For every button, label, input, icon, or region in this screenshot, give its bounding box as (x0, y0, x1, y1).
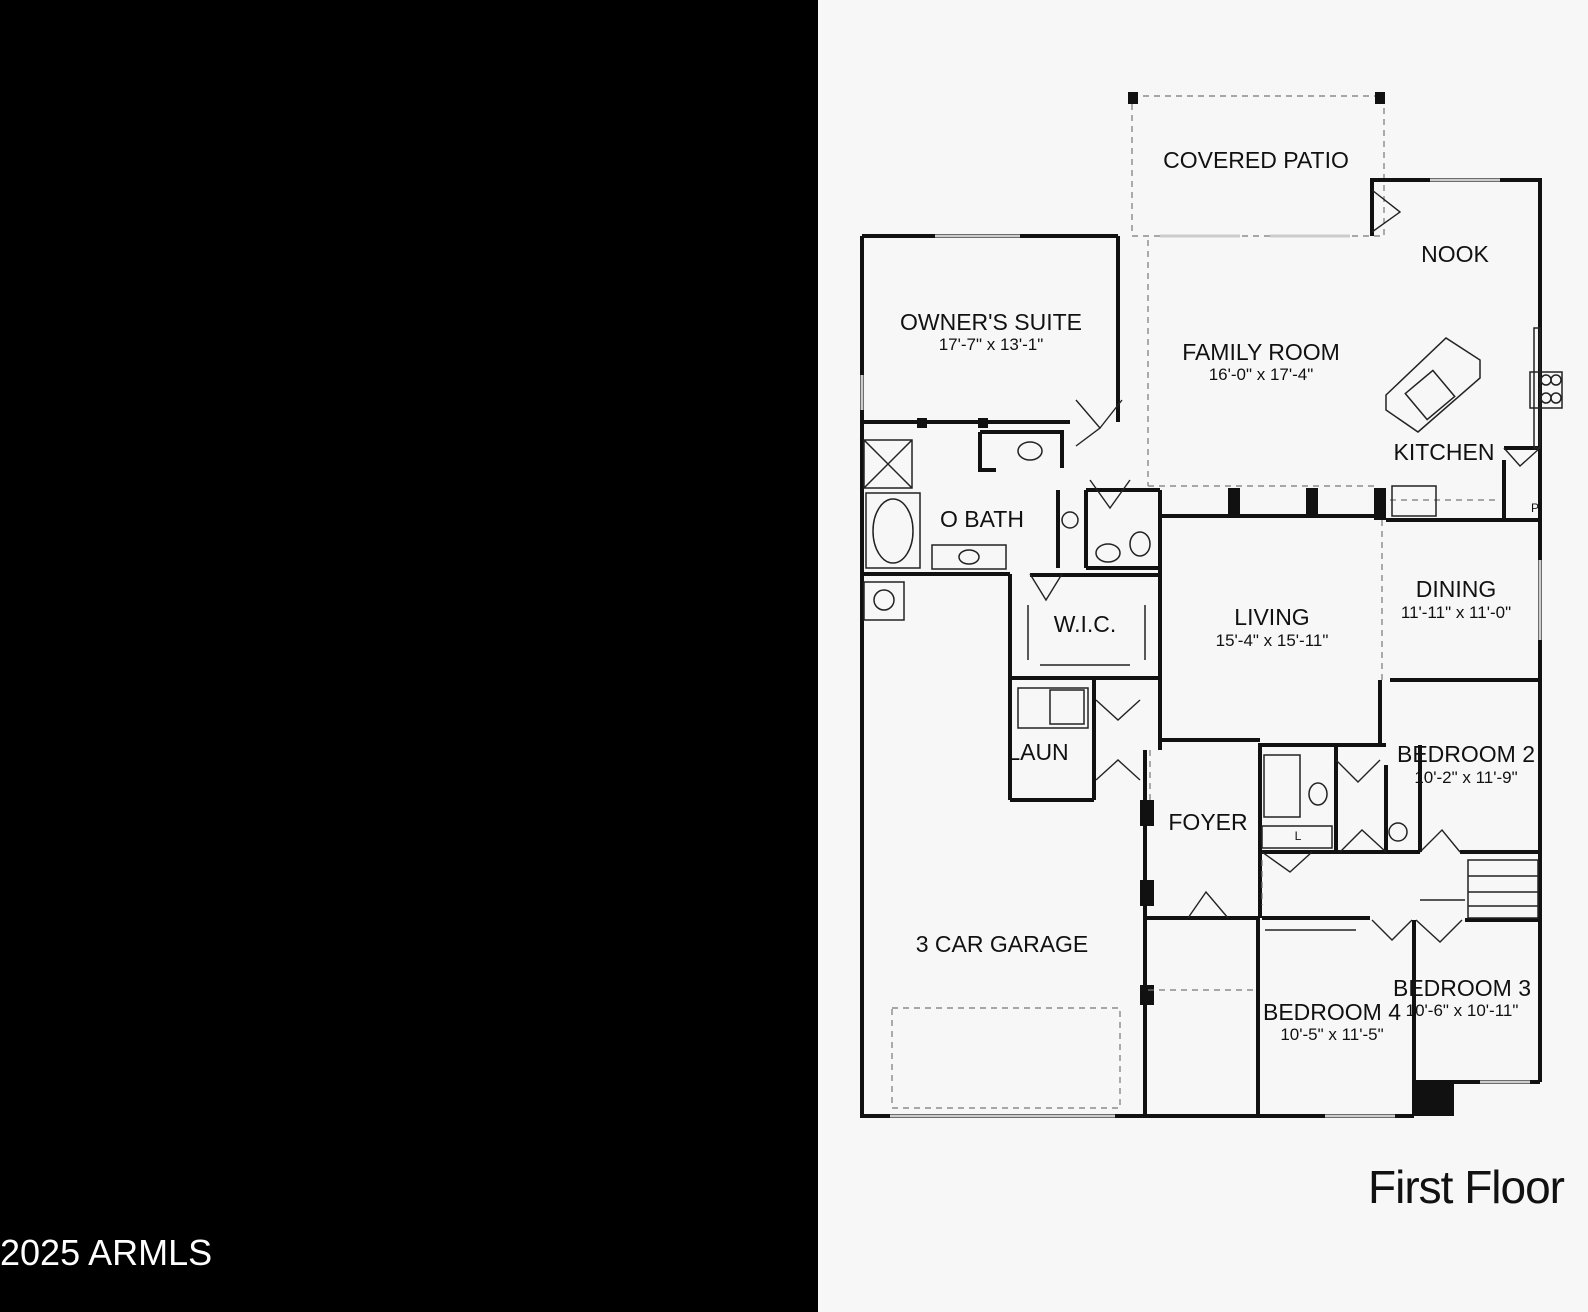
garage-label: 3 CAR GARAGE (916, 931, 1089, 957)
bedroom3-label: BEDROOM 3 (1393, 975, 1531, 1001)
floor-title: First Floor (1368, 1161, 1565, 1213)
stairs (1467, 859, 1539, 919)
closet-shelves (1027, 605, 1465, 931)
black-background-panel (0, 0, 818, 1312)
opening-lines (1147, 240, 1500, 991)
windows (860, 178, 1542, 1118)
garage-door (891, 1007, 1121, 1109)
covered-patio-outline (1128, 92, 1385, 237)
living-dim: 15'-4" x 15'-11" (1216, 631, 1329, 650)
pantry-mark: P (1531, 501, 1539, 515)
linen-mark: L (1295, 829, 1302, 843)
bedroom2-dim: 10'-2" x 11'-9" (1414, 768, 1517, 787)
nook-label: NOOK (1421, 241, 1489, 267)
room-labels: COVERED PATIO NOOK OWNER'S SUITE 17'-7" … (900, 147, 1539, 1044)
door-swings (1029, 189, 1541, 943)
bedroom4-dim: 10'-5" x 11'-5" (1280, 1025, 1383, 1044)
wic-label: W.I.C. (1054, 611, 1117, 637)
laundry-label: LAUN (1007, 739, 1068, 765)
floor-plan-panel (818, 0, 1588, 1312)
dining-dim: 11'-11" x 11'-0" (1401, 603, 1511, 622)
family-room-dim: 16'-0" x 17'-4" (1209, 365, 1314, 384)
foyer-label: FOYER (1168, 809, 1247, 835)
bath-fixtures (863, 439, 1408, 849)
kitchen-island (1385, 337, 1481, 433)
dining-label: DINING (1416, 576, 1497, 602)
kitchen-label: KITCHEN (1394, 439, 1495, 465)
bedroom3-dim: 10'-6" x 10'-11" (1406, 1001, 1519, 1020)
bedroom2-label: BEDROOM 2 (1397, 741, 1535, 767)
living-label: LIVING (1234, 604, 1309, 630)
family-room-label: FAMILY ROOM (1182, 339, 1340, 365)
owners-suite-label: OWNER'S SUITE (900, 309, 1082, 335)
owners-suite-dim: 17'-7" x 13'-1" (939, 335, 1044, 354)
copyright-text: 2025 ARMLS (0, 1232, 213, 1273)
kitchen-counter (1391, 327, 1563, 517)
covered-patio-label: COVERED PATIO (1163, 147, 1349, 173)
o-bath-label: O BATH (940, 506, 1024, 532)
bedroom4-label: BEDROOM 4 (1263, 999, 1401, 1025)
